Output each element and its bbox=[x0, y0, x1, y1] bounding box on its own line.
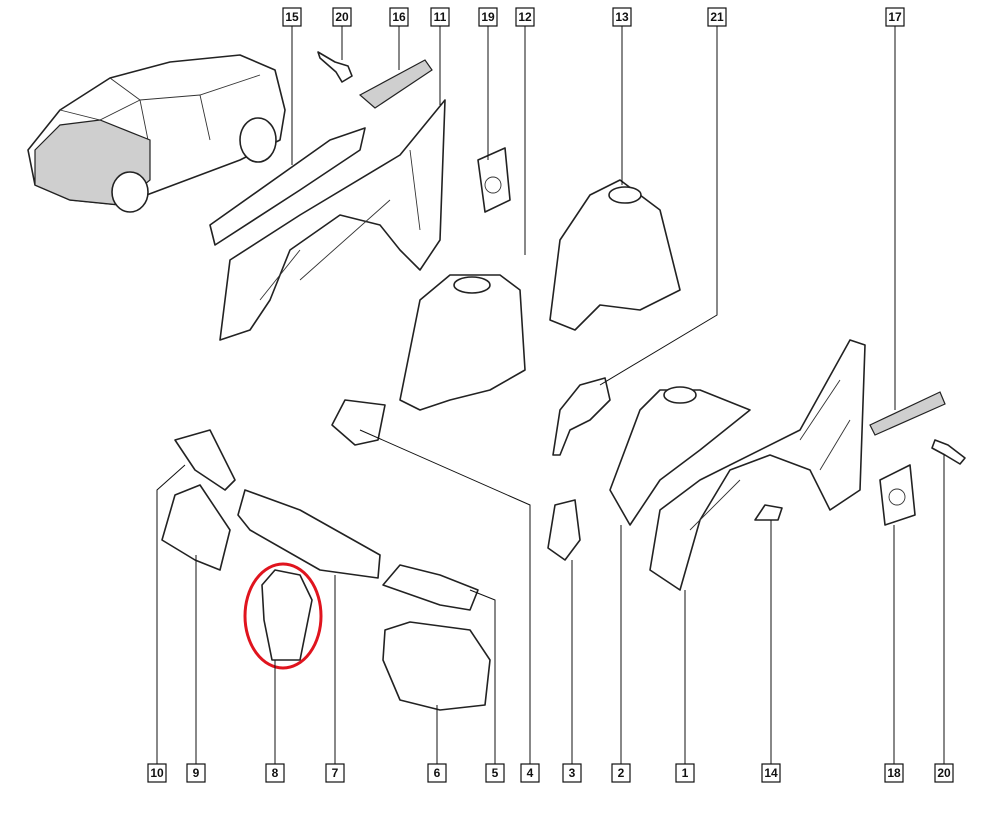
part-18 bbox=[879, 464, 916, 526]
callout-label: 20 bbox=[335, 10, 349, 24]
callout-label: 16 bbox=[392, 10, 406, 24]
callout-label: 18 bbox=[887, 766, 901, 780]
callout-label: 8 bbox=[272, 766, 279, 780]
callout-label: 17 bbox=[888, 10, 902, 24]
part-2 bbox=[609, 389, 751, 526]
highlight-circle-part-8 bbox=[243, 562, 323, 670]
callout-5: 5 bbox=[485, 763, 505, 783]
callout-16: 16 bbox=[389, 7, 409, 27]
callout-label: 10 bbox=[150, 766, 164, 780]
callout-label: 15 bbox=[285, 10, 299, 24]
callout-label: 20 bbox=[937, 766, 951, 780]
leader-lines bbox=[156, 26, 945, 764]
part-19 bbox=[477, 147, 511, 213]
callout-8: 8 bbox=[265, 763, 285, 783]
part-13 bbox=[549, 179, 681, 331]
callout-20: 20 bbox=[332, 7, 352, 27]
car-overview-illustration bbox=[27, 54, 286, 213]
callout-label: 1 bbox=[682, 766, 689, 780]
part-5 bbox=[382, 564, 479, 611]
callout-label: 3 bbox=[569, 766, 576, 780]
callout-label: 14 bbox=[764, 766, 778, 780]
callout-label: 2 bbox=[618, 766, 625, 780]
part-1 bbox=[649, 339, 866, 591]
callout-12: 12 bbox=[515, 7, 535, 27]
callout-4: 4 bbox=[520, 763, 540, 783]
callout-label: 5 bbox=[492, 766, 499, 780]
callout-20: 20 bbox=[934, 763, 954, 783]
callout-label: 19 bbox=[481, 10, 495, 24]
callout-9: 9 bbox=[186, 763, 206, 783]
callout-14: 14 bbox=[761, 763, 781, 783]
part-14 bbox=[754, 504, 783, 521]
leader-line-4 bbox=[359, 429, 531, 764]
callout-2: 2 bbox=[611, 763, 631, 783]
callout-7: 7 bbox=[325, 763, 345, 783]
callout-15: 15 bbox=[282, 7, 302, 27]
callout-label: 4 bbox=[527, 766, 534, 780]
callout-label: 11 bbox=[434, 10, 447, 24]
leader-line-5 bbox=[469, 589, 496, 764]
part-16 bbox=[358, 59, 433, 109]
part-3 bbox=[547, 499, 581, 561]
callout-label: 7 bbox=[332, 766, 339, 780]
callout-label: 6 bbox=[434, 766, 441, 780]
part-15 bbox=[209, 127, 366, 246]
leader-line-10 bbox=[156, 464, 186, 764]
callout-label: 12 bbox=[518, 10, 532, 24]
callout-6: 6 bbox=[427, 763, 447, 783]
callout-10: 10 bbox=[147, 763, 167, 783]
callout-17: 17 bbox=[885, 7, 905, 27]
callout-18: 18 bbox=[884, 763, 904, 783]
callout-21: 21 bbox=[707, 7, 727, 27]
part-12 bbox=[399, 274, 526, 411]
part-7 bbox=[237, 489, 381, 579]
callout-11: 11 bbox=[430, 7, 450, 27]
part-9 bbox=[161, 484, 231, 571]
callout-label: 9 bbox=[193, 766, 200, 780]
part-17 bbox=[869, 391, 946, 436]
part-4 bbox=[331, 399, 386, 446]
part-10 bbox=[174, 429, 236, 491]
callout-1: 1 bbox=[675, 763, 695, 783]
part-20-right bbox=[931, 439, 966, 465]
part-21 bbox=[552, 377, 611, 456]
callout-label: 13 bbox=[615, 10, 629, 24]
part-8 bbox=[261, 569, 313, 661]
callout-label: 21 bbox=[710, 10, 724, 24]
leader-line-21 bbox=[599, 26, 718, 386]
callout-19: 19 bbox=[478, 7, 498, 27]
part-20-top bbox=[317, 51, 353, 83]
part-6 bbox=[382, 621, 491, 711]
callout-13: 13 bbox=[612, 7, 632, 27]
callout-3: 3 bbox=[562, 763, 582, 783]
